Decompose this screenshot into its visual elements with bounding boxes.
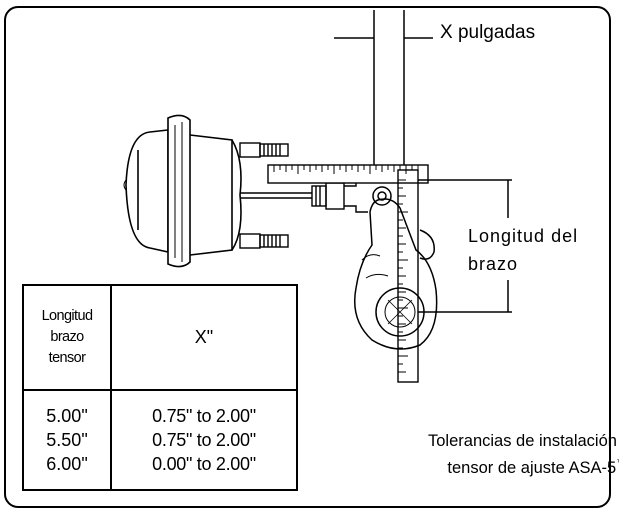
- tolerance-table: Longitud brazo tensor X" 5.00" 5.50" 6.0…: [22, 284, 298, 491]
- push-rod: [240, 179, 368, 213]
- header-arm-length: Longitud brazo tensor: [22, 284, 112, 391]
- table-cell: 0.75" to 2.00": [152, 406, 256, 426]
- mounting-studs: [239, 142, 289, 249]
- tolerance-caption: Tolerancias de instalación del tensor de…: [428, 430, 619, 479]
- figure-frame: [4, 6, 611, 508]
- header-arm-length-line1: Longitud: [41, 308, 93, 324]
- arm-length-label-line2: brazo: [468, 254, 519, 274]
- table-cell: 0.75" to 2.00": [152, 430, 256, 450]
- table-cell: 5.00": [46, 406, 88, 426]
- header-arm-length-line3: tensor: [48, 350, 86, 366]
- table-cell: 0.00" to 2.00": [152, 454, 256, 474]
- x-values: 0.75" to 2.00" 0.75" to 2.00" 0.00" to 2…: [110, 389, 298, 491]
- arm-length-values: 5.00" 5.50" 6.00": [22, 389, 112, 491]
- horizontal-ruler: [267, 164, 429, 184]
- trademark-symbol: ™: [616, 458, 619, 467]
- tolerance-caption-line1: Tolerancias de instalación del: [428, 432, 619, 450]
- arm-length-label: Longitud del brazo: [468, 222, 578, 278]
- arm-length-dimension: [418, 179, 512, 313]
- header-x: X": [110, 284, 298, 391]
- table-body-row: 5.00" 5.50" 6.00" 0.75" to 2.00" 0.75" t…: [22, 389, 298, 491]
- x-dimension-label: X pulgadas: [440, 22, 536, 43]
- arm-length-label-line1: Longitud del: [468, 226, 579, 246]
- table-header-row: Longitud brazo tensor X": [22, 284, 298, 391]
- tolerance-caption-product: tensor de ajuste ASA-5: [447, 459, 617, 477]
- header-arm-length-line2: brazo: [50, 329, 84, 345]
- table-cell: 5.50": [46, 430, 88, 450]
- brake-chamber: [123, 114, 242, 268]
- tolerance-caption-line2: tensor de ajuste ASA-5™: [428, 452, 619, 479]
- x-dimension-guides: [334, 10, 433, 175]
- vertical-ruler: [397, 169, 419, 383]
- table-cell: 6.00": [46, 454, 88, 474]
